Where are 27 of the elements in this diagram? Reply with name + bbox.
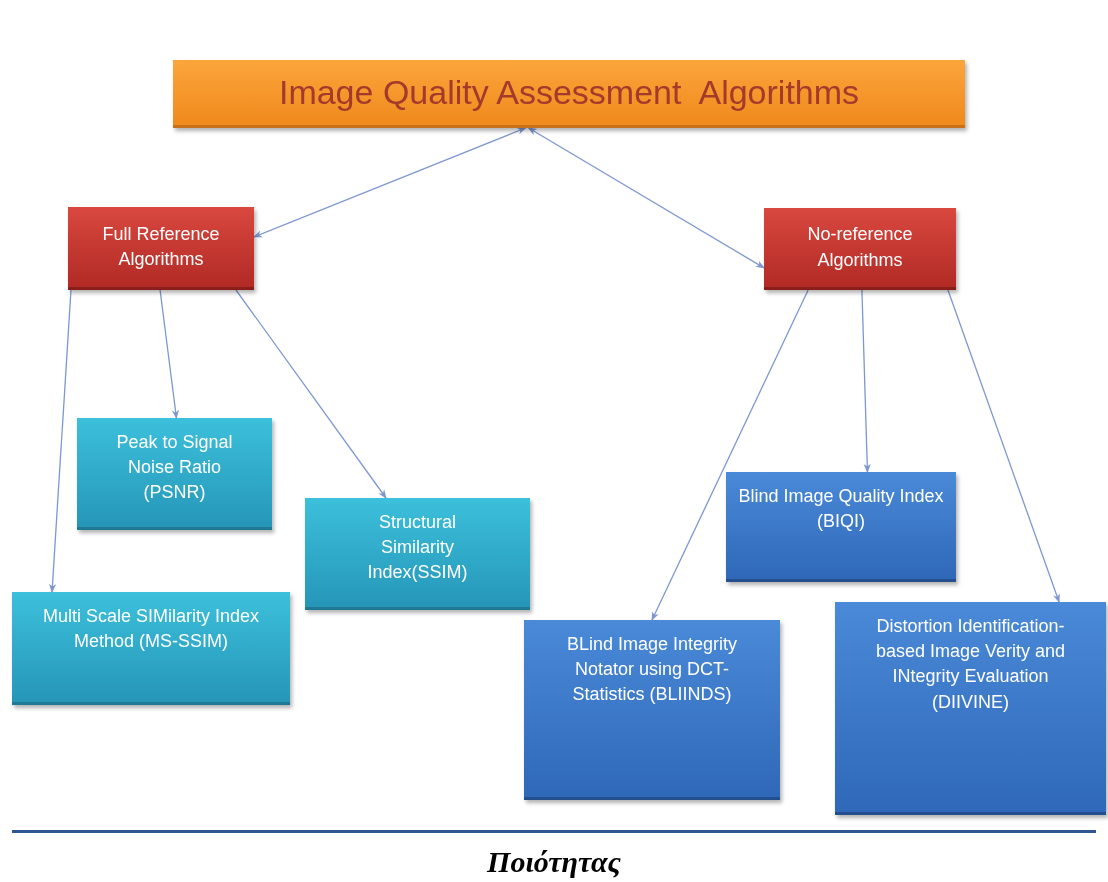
category-box [68,207,254,290]
box-label: Blind Image Quality Index (BIQI) [737,485,945,534]
box-label: BLind Image Integrity Notator using DCT-Statistics (BLIINDS) [565,633,739,707]
category-box [12,592,290,705]
box-label: Multi Scale SIMilarity Index Method (MS-SSIM) [41,605,261,654]
arrow [159,289,179,419]
category-box [835,602,1106,815]
category-box [173,60,965,128]
arrow [253,127,527,238]
category-box [305,498,530,610]
arrow [651,289,809,621]
category-box [764,208,956,290]
box-label: Peak to Signal Noise Ratio (PSNR) [115,431,234,505]
arrow [235,289,387,499]
box-label: Full Reference Algorithms [101,222,221,271]
arrow [527,127,765,269]
box-label: Distortion Identification-based Image Verity and INtegrity Evaluation (DIIVINE) [874,615,1067,714]
category-box [524,620,780,800]
box-label: No-reference Algorithms [806,223,914,272]
category-box [726,472,956,582]
arrow [48,289,72,593]
box-label: Structural Similarity Index(SSIM) [366,511,469,585]
caption: Ποιότητας [486,845,622,879]
category-box [77,418,272,530]
arrow [947,289,1060,603]
arrow [861,289,871,473]
box-label: Image Quality Assessment Algorithms [278,71,860,113]
